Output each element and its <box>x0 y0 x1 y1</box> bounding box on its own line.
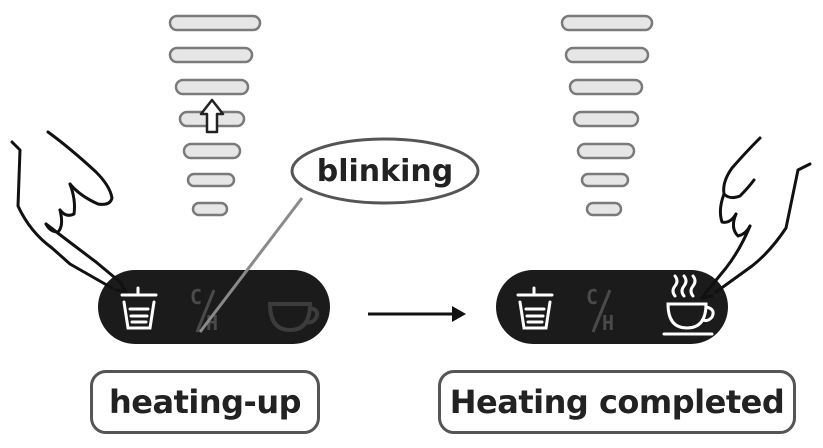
state-label-heating-completed: Heating completed <box>438 370 796 434</box>
control-panel-left: C H <box>98 270 330 344</box>
arrow-right-icon <box>368 306 466 322</box>
level-bar <box>560 14 654 32</box>
coffee-cup-icon[interactable] <box>267 302 320 333</box>
callout-label: blinking <box>316 153 454 189</box>
level-bar <box>572 110 640 128</box>
level-bar <box>191 201 229 217</box>
level-bars-right <box>560 14 654 217</box>
level-bar <box>580 172 630 188</box>
ch-symbol-icon: C H <box>586 285 614 335</box>
pointing-hand-right <box>700 136 812 300</box>
arrow-up-icon <box>199 98 225 134</box>
steaming-cup-icon[interactable] <box>662 274 715 336</box>
level-bar <box>186 172 236 188</box>
svg-text:C: C <box>190 285 202 309</box>
control-panel-right: C H <box>496 270 728 344</box>
level-bar <box>174 78 250 96</box>
level-bars-left <box>168 14 262 217</box>
state-label-heating-up: heating-up <box>90 370 320 434</box>
level-bar <box>168 14 262 32</box>
callout-pointer <box>198 197 304 333</box>
level-bar <box>568 78 644 96</box>
svg-text:H: H <box>206 311 218 335</box>
level-bar <box>576 142 636 160</box>
callout-bubble <box>290 137 480 205</box>
level-bar <box>168 46 254 64</box>
water-tank-icon[interactable] <box>516 286 554 330</box>
pointing-hand-left <box>10 130 128 294</box>
water-tank-icon[interactable] <box>120 286 158 330</box>
level-bar <box>564 46 650 64</box>
level-bar <box>182 142 242 160</box>
svg-text:C: C <box>586 285 598 309</box>
level-bar <box>585 201 623 217</box>
ch-symbol-icon: C H <box>190 285 218 335</box>
svg-text:H: H <box>602 311 614 335</box>
